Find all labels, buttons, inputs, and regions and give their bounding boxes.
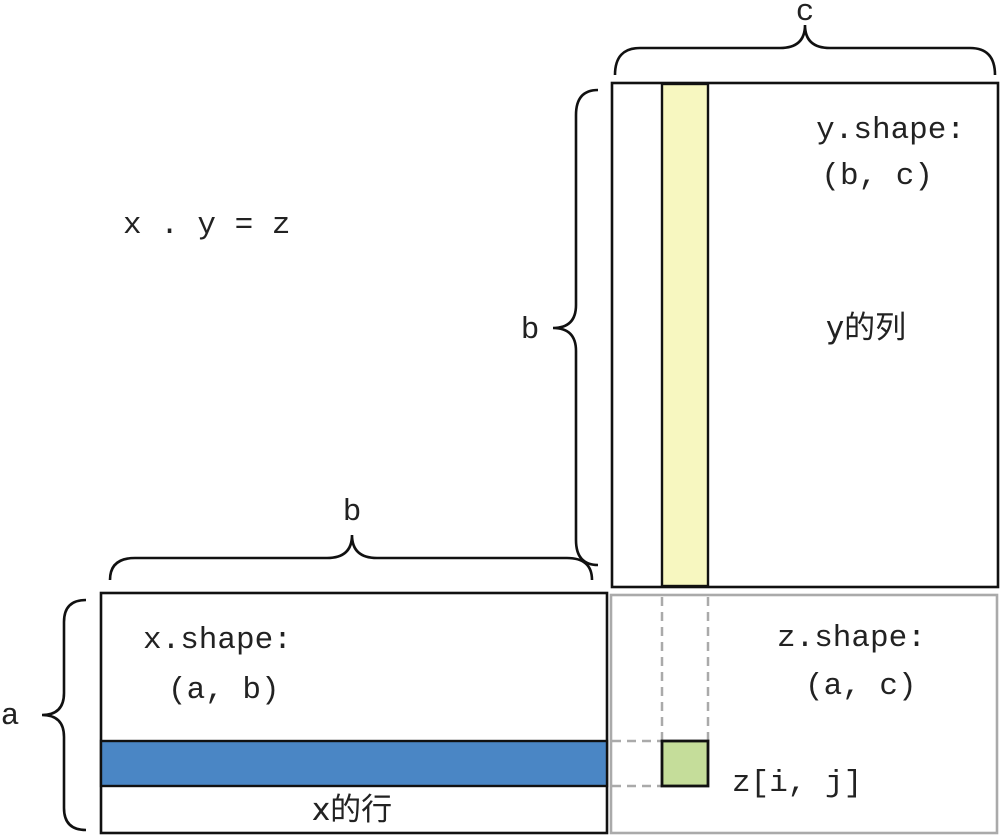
- z-element-label: z[i, j]: [732, 766, 862, 801]
- dim-label-c: c: [796, 0, 815, 30]
- z-element-highlight: [660, 739, 710, 788]
- x-shape-label: x.shape:: [143, 623, 292, 658]
- equation: x . y = z: [123, 208, 290, 243]
- x-matrix-border: [99, 591, 609, 835]
- y-matrix: y.shape: (b, c) y的列: [610, 81, 1000, 589]
- brace-y-rows: [552, 88, 599, 567]
- y-shape-label: y.shape:: [816, 113, 965, 148]
- dim-label-a: a: [1, 699, 20, 734]
- brace-x-rows: [41, 598, 87, 832]
- z-shape-value: (a, c): [805, 669, 917, 704]
- x-row-label: x的行: [312, 792, 392, 828]
- x-matrix: x.shape: (a, b) x的行: [99, 591, 609, 835]
- x-shape-value: (a, b): [168, 673, 280, 708]
- y-shape-value: (b, c): [821, 159, 933, 194]
- y-column-label: y的列: [826, 310, 906, 346]
- y-column-highlight: [660, 82, 710, 588]
- z-matrix: z.shape: (a, c) z[i, j]: [609, 593, 999, 835]
- dim-label-b-cols: b: [343, 495, 362, 530]
- brace-x-columns: [108, 534, 594, 581]
- x-row-highlight: [99, 739, 609, 788]
- dim-label-b-rows: b: [521, 313, 540, 348]
- z-shape-label: z.shape:: [777, 621, 926, 656]
- z-matrix-border: [609, 593, 999, 835]
- brace-y-columns: [613, 24, 997, 76]
